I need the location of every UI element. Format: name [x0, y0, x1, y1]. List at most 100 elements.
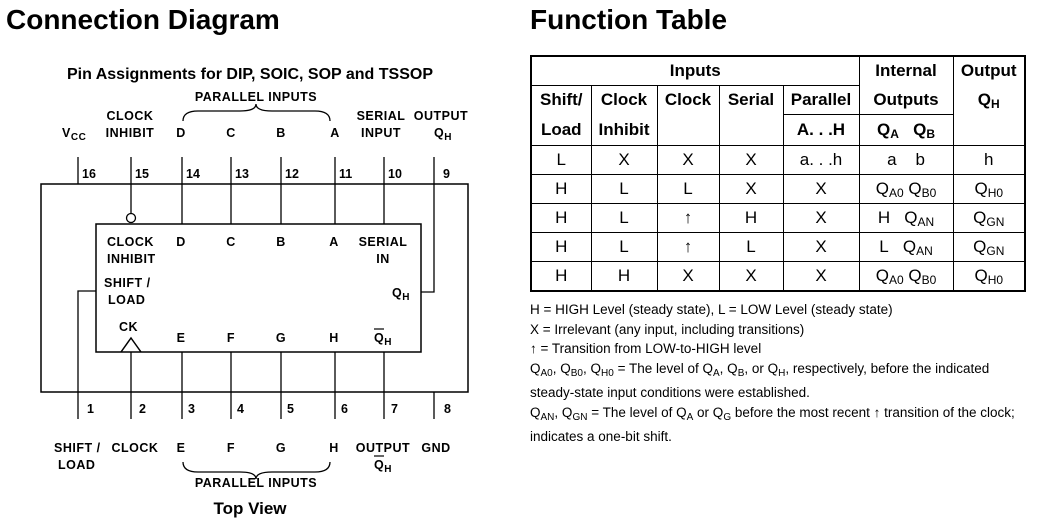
parallel-range-header: A. . .H	[782, 114, 860, 146]
chip-ck-label: CK	[119, 320, 138, 334]
shift-header: Shift/	[530, 85, 592, 115]
output-group-header: Output	[952, 55, 1026, 86]
cell-parallel: X	[782, 203, 860, 233]
up-arrow-icon: ↑	[530, 341, 537, 356]
chip-shift-label: SHIFT /	[104, 276, 151, 290]
chip-h-label: H	[329, 331, 339, 345]
top-pin-strip	[77, 157, 435, 184]
bottom-qh-label: QH	[374, 458, 392, 475]
internal-wiring	[77, 184, 435, 392]
up-arrow-icon: ↑	[873, 404, 881, 420]
package-outline	[40, 183, 469, 393]
bottom-g-label: G	[276, 441, 286, 455]
top-output-label: OUTPUT	[414, 109, 468, 123]
pin-6: 6	[341, 402, 348, 416]
top-view-label: Top View	[213, 499, 287, 518]
pin-7: 7	[391, 402, 398, 416]
serial-header: Serial	[718, 85, 784, 115]
cell-inhibit: H	[590, 261, 658, 292]
top-d-label: D	[176, 126, 186, 140]
chip-load-label: LOAD	[108, 293, 145, 307]
note-transition: ↑ = Transition from LOW-to-HIGH level	[530, 341, 762, 356]
top-brace	[182, 103, 331, 122]
cell-internal: L QAN	[858, 232, 954, 262]
top-input-label: INPUT	[361, 126, 401, 140]
cell-inhibit: L	[590, 203, 658, 233]
note-levels: H = HIGH Level (steady state), L = LOW L…	[530, 302, 893, 317]
chip-g-label: G	[276, 331, 286, 345]
cell-inhibit: L	[590, 174, 658, 204]
chip-serial-label: SERIAL	[359, 235, 408, 249]
inhibit-header: Inhibit	[590, 114, 658, 146]
pin-2: 2	[139, 402, 146, 416]
table-row: H L ↑ H X H QAN QGN	[530, 203, 1026, 233]
cell-output: QH0	[952, 174, 1026, 204]
inputs-group-header: Inputs	[530, 55, 860, 86]
chip-in-label: IN	[376, 252, 390, 266]
table-row: H L L X X QA0 QB0 QH0	[530, 174, 1026, 204]
cell-inhibit: L	[590, 232, 658, 262]
connection-diagram-title: Connection Diagram	[6, 4, 280, 35]
bottom-gnd-label: GND	[421, 441, 450, 455]
note-shift: QAN, QGN = The level of QA or QG before …	[530, 404, 1015, 445]
bottom-shift-label: SHIFT /	[54, 441, 101, 455]
cell-output: QH0	[952, 261, 1026, 292]
bottom-parallel-inputs-label: PARALLEL INPUTS	[195, 476, 317, 490]
vcc-label: VCC	[62, 126, 86, 143]
function-table-title: Function Table	[530, 4, 728, 35]
table-notes: H = HIGH Level (steady state), L = LOW L…	[530, 300, 1035, 447]
cell-clock: ↑	[656, 203, 720, 233]
cell-clock: X	[656, 261, 720, 292]
cell-parallel: X	[782, 261, 860, 292]
cell-parallel: a. . .h	[782, 145, 860, 175]
clock-header: Clock	[656, 85, 720, 115]
chip-d-label: D	[176, 235, 186, 249]
qa-qb-header: QA QB	[858, 114, 954, 146]
cell-shift: H	[530, 203, 592, 233]
table-row: L X X X a. . .h a b h	[530, 145, 1026, 175]
cell-serial: H	[718, 203, 784, 233]
cell-serial: X	[718, 145, 784, 175]
cell-clock: X	[656, 145, 720, 175]
cell-inhibit: X	[590, 145, 658, 175]
pin-5: 5	[287, 402, 294, 416]
cell-shift: H	[530, 174, 592, 204]
pin-12: 12	[285, 167, 299, 181]
pin-1: 1	[87, 402, 94, 416]
pin-15: 15	[135, 167, 149, 181]
note-irrelevant: X = Irrelevant (any input, including tra…	[530, 321, 805, 337]
output-header-blank	[952, 114, 1026, 146]
bottom-brace	[182, 461, 331, 480]
top-a-label: A	[330, 126, 340, 140]
bottom-output-label: OUTPUT	[356, 441, 410, 455]
qh-header: QH	[952, 85, 1026, 115]
pin-9: 9	[443, 167, 450, 181]
pin-16: 16	[82, 167, 96, 181]
cell-shift: L	[530, 145, 592, 175]
top-serial-label: SERIAL	[357, 109, 406, 123]
note-steady-state: QA0, QB0, QH0 = The level of QA, QB, or …	[530, 360, 990, 401]
top-b-label: B	[276, 126, 286, 140]
internal-group-header: Internal	[858, 55, 954, 86]
pin-3: 3	[188, 402, 195, 416]
table-row: H L ↑ L X L QAN QGN	[530, 232, 1026, 262]
chip-f-label: F	[227, 331, 235, 345]
serial-header-blank	[718, 114, 784, 146]
chip-body	[95, 223, 422, 353]
cell-output: h	[952, 145, 1026, 175]
cell-parallel: X	[782, 174, 860, 204]
pin-8: 8	[444, 402, 451, 416]
bottom-h-label: H	[329, 441, 339, 455]
chip-e-label: E	[177, 331, 186, 345]
chip-c-label: C	[226, 235, 236, 249]
top-clock-label: CLOCK	[107, 109, 154, 123]
pin-10: 10	[388, 167, 402, 181]
cell-internal: QA0 QB0	[858, 174, 954, 204]
pin-assignments-subtitle: Pin Assignments for DIP, SOIC, SOP and T…	[67, 66, 433, 83]
bottom-f-label: F	[227, 441, 235, 455]
cell-internal: QA0 QB0	[858, 261, 954, 292]
chip-b-label: B	[276, 235, 286, 249]
bottom-e-label: E	[177, 441, 186, 455]
top-c-label: C	[226, 126, 236, 140]
cell-clock: ↑	[656, 232, 720, 262]
